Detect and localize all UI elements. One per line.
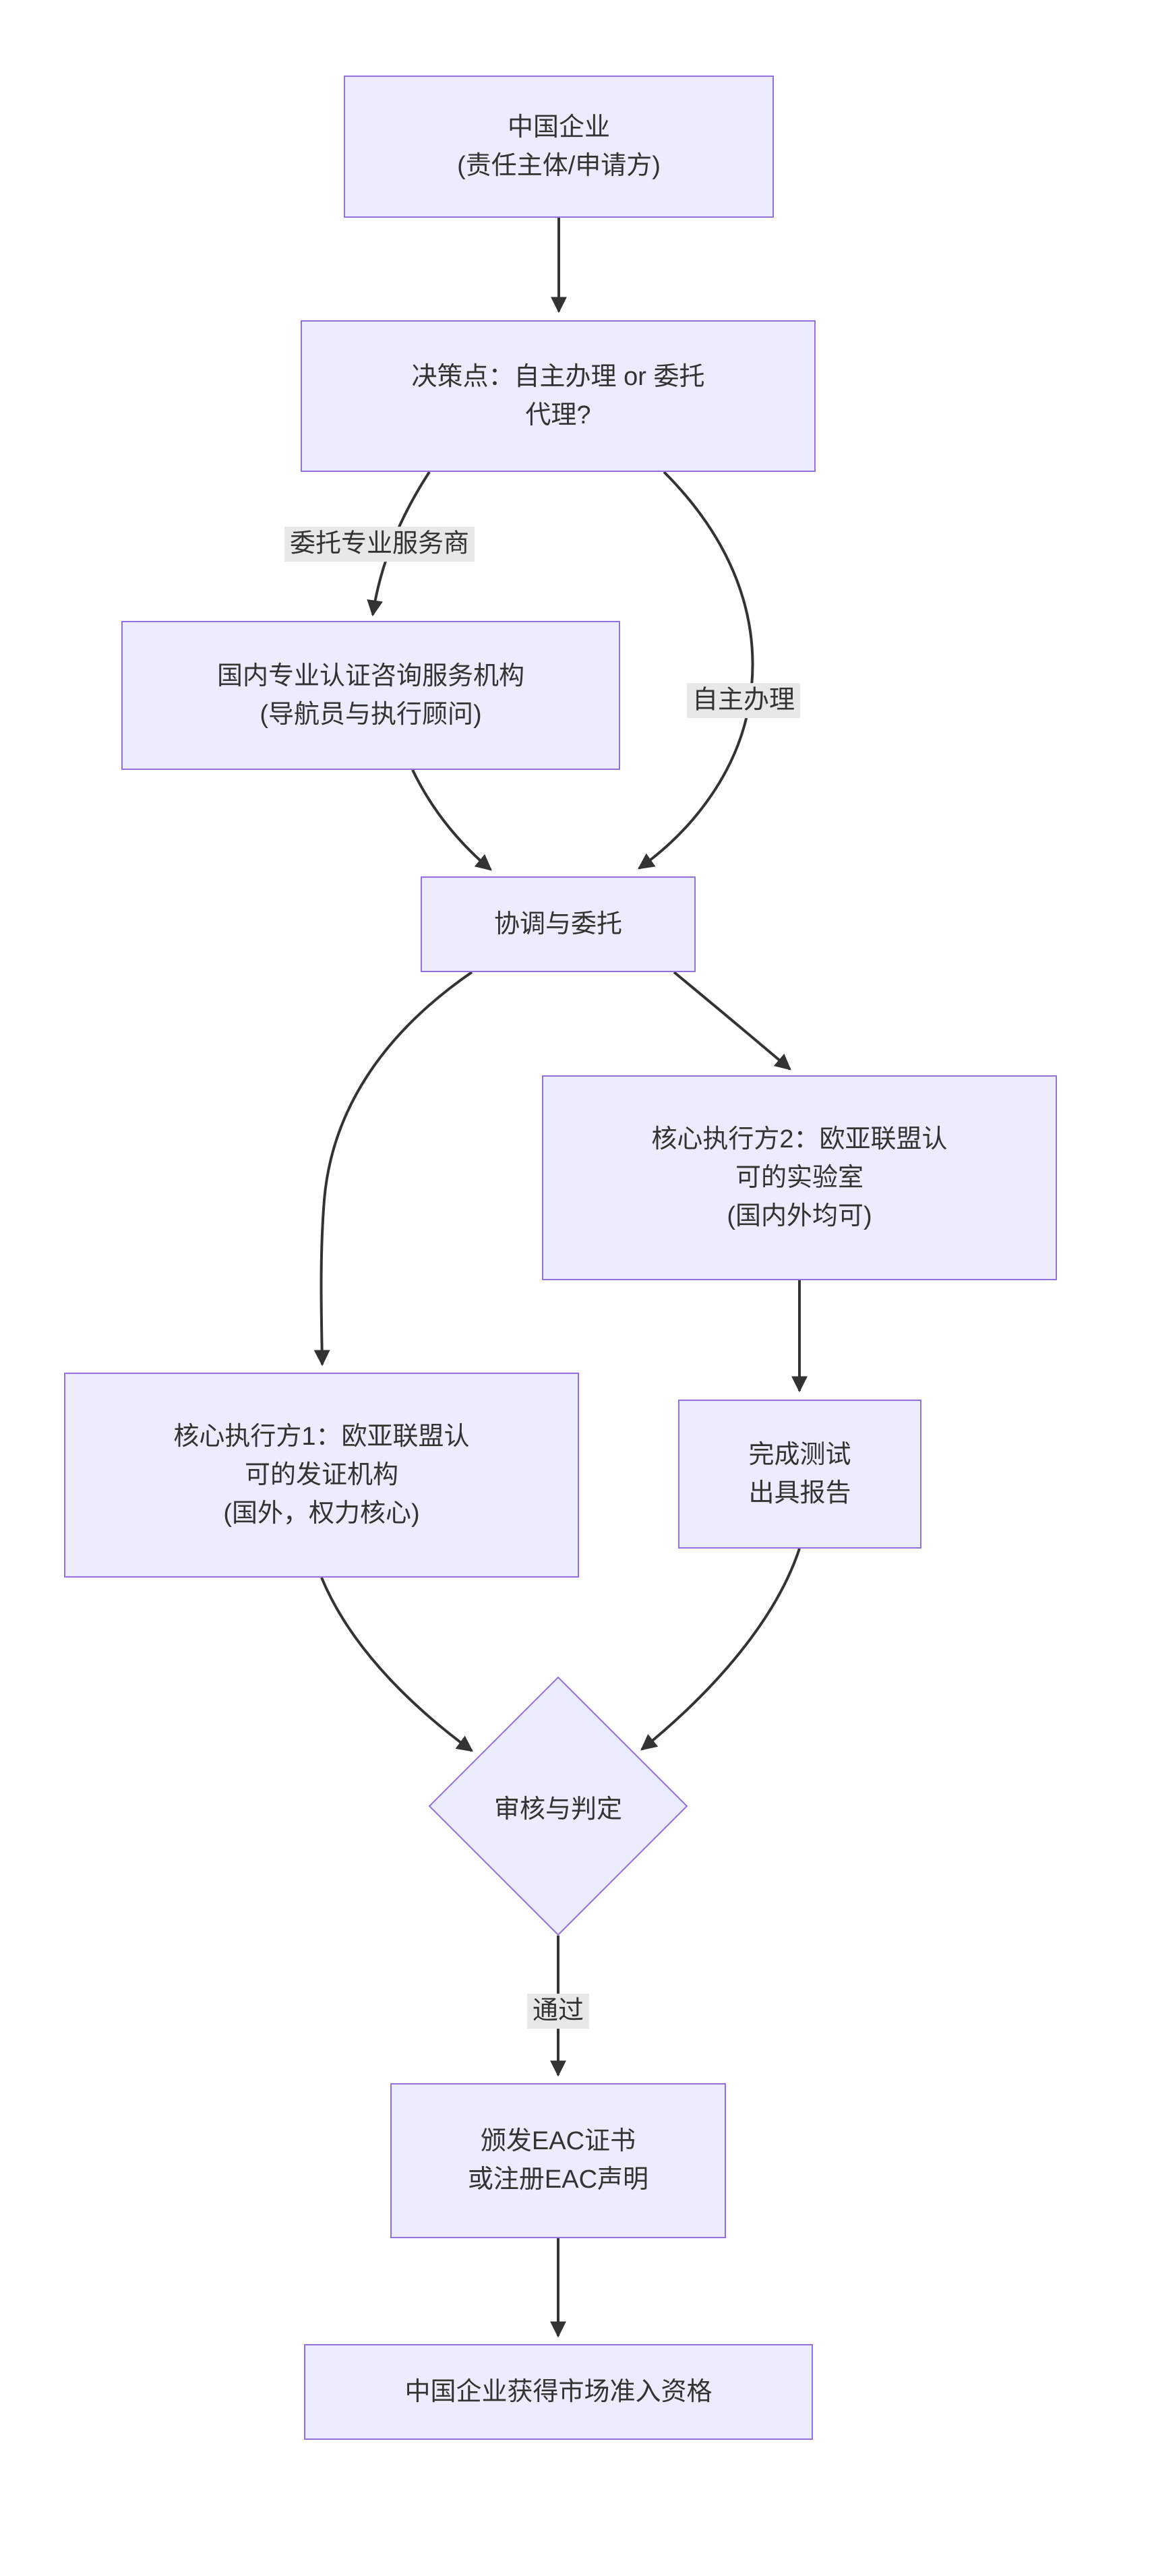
edge-decision-to-coordinate <box>638 471 754 870</box>
node-text: 协调与委托 <box>493 909 622 938</box>
node-market-access: 中国企业获得市场准入资格 <box>304 2344 813 2440</box>
node-text: 决策点：自主办理 or 委托 <box>411 362 705 391</box>
node-text: 颁发EAC证书 <box>480 2127 636 2155</box>
node-text: 核心执行方2：欧亚联盟认 <box>651 1125 948 1154</box>
node-text: (责任主体/申请方) <box>457 151 661 180</box>
node-text: 出具报告 <box>748 1478 851 1507</box>
node-coordinate-delegate: 协调与委托 <box>421 876 696 972</box>
node-text: 完成测试 <box>748 1440 851 1469</box>
node-text: 代理? <box>525 400 591 429</box>
edge-label-delegate: 委托专业服务商 <box>284 527 475 562</box>
node-china-enterprise: 中国企业 (责任主体/申请方) <box>344 76 774 218</box>
node-text: (国内外均可) <box>727 1201 872 1230</box>
node-consultant-agency: 国内专业认证咨询服务机构 (导航员与执行顾问) <box>121 621 620 770</box>
node-text: 或注册EAC声明 <box>467 2165 649 2194</box>
node-text: 核心执行方1：欧亚联盟认 <box>173 1422 470 1451</box>
node-test-report: 完成测试 出具报告 <box>678 1400 921 1549</box>
node-text: 可的发证机构 <box>244 1460 398 1489</box>
node-text: 国内专业认证咨询服务机构 <box>216 661 524 690</box>
node-eaeu-cert-body: 核心执行方1：欧亚联盟认 可的发证机构 (国外，权力核心) <box>64 1373 579 1578</box>
edge-certbody-to-review <box>320 1577 473 1752</box>
node-review-decision: 审核与判定 <box>428 1676 688 1936</box>
edge-coordinate-to-certbody <box>313 971 473 1367</box>
node-text: (国外，权力核心) <box>223 1499 420 1528</box>
node-decision-point: 决策点：自主办理 or 委托 代理? <box>301 320 816 472</box>
node-text: 中国企业 <box>507 113 610 142</box>
edge-label-self-handle: 自主办理 <box>686 683 801 718</box>
edge-testreport-to-review <box>640 1548 801 1751</box>
node-text: (导航员与执行顾问) <box>260 700 482 729</box>
node-text: 可的实验室 <box>735 1163 863 1192</box>
edge-coordinate-to-lab <box>673 971 791 1071</box>
node-text: 中国企业获得市场准入资格 <box>404 2377 713 2406</box>
node-text: 审核与判定 <box>493 1795 622 1824</box>
node-issue-eac-cert: 颁发EAC证书 或注册EAC声明 <box>390 2083 726 2238</box>
node-eaeu-lab: 核心执行方2：欧亚联盟认 可的实验室 (国内外均可) <box>542 1075 1057 1280</box>
edge-label-pass: 通过 <box>526 1994 590 2029</box>
edge-consultant-to-coordinate <box>411 769 492 871</box>
